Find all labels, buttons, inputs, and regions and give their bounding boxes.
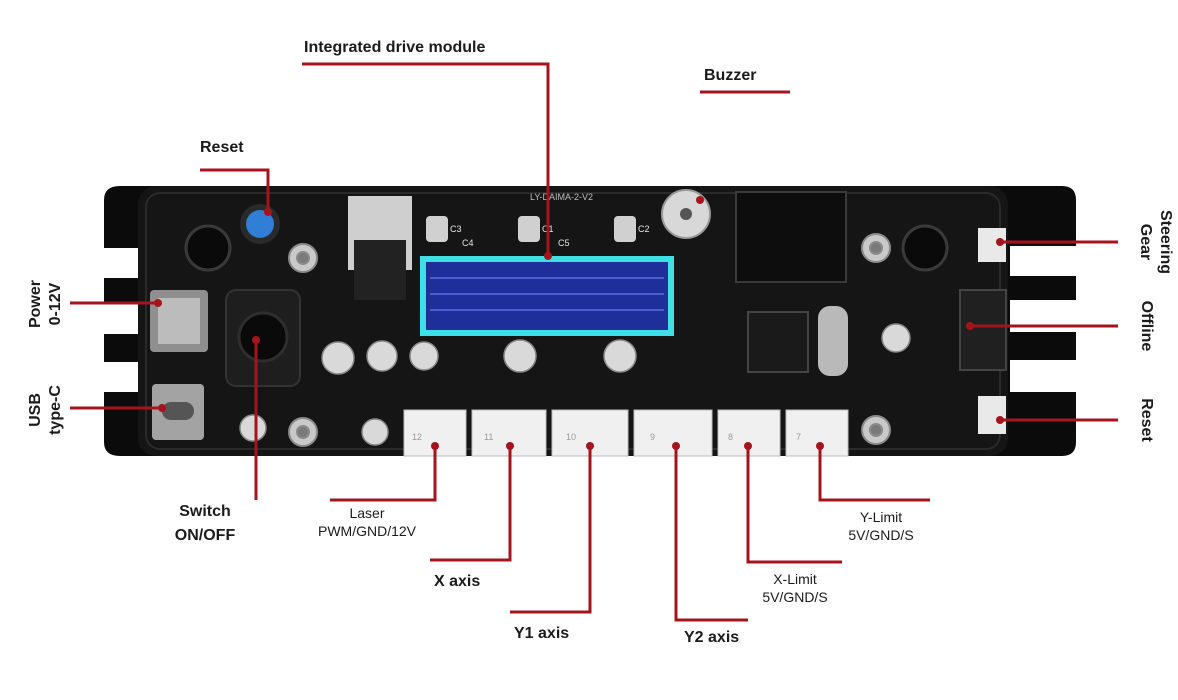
leader-y-limit bbox=[818, 446, 930, 502]
label-power-line1: Power bbox=[27, 280, 44, 329]
leader-y1-axis bbox=[510, 446, 592, 614]
offline-connector bbox=[959, 289, 1007, 371]
leader-dots bbox=[154, 196, 1004, 450]
reset-connector bbox=[978, 396, 1006, 434]
svg-text:11: 11 bbox=[484, 432, 493, 442]
buzzer-hole bbox=[680, 208, 692, 220]
label-y-limit: Y-Limit 5V/GND/S bbox=[826, 508, 936, 544]
label-x-limit: X-Limit 5V/GND/S bbox=[740, 570, 850, 606]
small-caps bbox=[426, 216, 636, 242]
svg-text:C2: C2 bbox=[638, 224, 650, 234]
power-switch-knob bbox=[237, 311, 289, 363]
label-steering-gear: Steering Gear bbox=[1135, 197, 1175, 287]
leader-x-limit bbox=[746, 446, 842, 564]
crystal bbox=[818, 306, 848, 376]
label-reset-right: Reset bbox=[1138, 398, 1155, 442]
label-x-axis: X axis bbox=[434, 573, 481, 590]
label-x-limit-line1: X-Limit bbox=[773, 571, 817, 587]
reset-ring bbox=[184, 224, 232, 272]
connector-pin-marks: 12 11 10 9 8 7 bbox=[412, 432, 801, 442]
label-switch: Switch ON/OFF bbox=[160, 502, 250, 545]
lcd-glass bbox=[426, 262, 668, 330]
label-x-limit-line2: 5V/GND/S bbox=[762, 589, 828, 605]
label-power-line2: 0-12V bbox=[47, 282, 64, 326]
label-buzzer: Buzzer bbox=[704, 67, 757, 84]
usb-c-opening bbox=[162, 402, 194, 420]
leader-lines bbox=[70, 62, 1118, 622]
svg-text:9: 9 bbox=[650, 432, 655, 442]
label-laser-line2: PWM/GND/12V bbox=[317, 523, 416, 539]
microcontroller bbox=[747, 311, 809, 373]
svg-text:C4: C4 bbox=[462, 238, 474, 248]
label-usb-line1: USB bbox=[27, 393, 44, 427]
leader-reset-top bbox=[200, 168, 270, 212]
leader-x-axis bbox=[430, 446, 512, 562]
board-silkscreen: LY-DAIMA-2-V2 bbox=[530, 192, 593, 202]
label-y-limit-line2: 5V/GND/S bbox=[848, 527, 914, 543]
svg-text:C3: C3 bbox=[450, 224, 462, 234]
leader-laser bbox=[330, 446, 437, 502]
lcd-lines bbox=[430, 277, 664, 311]
capacitors bbox=[239, 323, 911, 446]
svg-text:7: 7 bbox=[796, 432, 801, 442]
label-usb-line2: type-C bbox=[47, 385, 64, 435]
label-laser: Laser PWM/GND/12V bbox=[312, 504, 422, 540]
svg-text:10: 10 bbox=[566, 432, 576, 442]
label-integrated-drive-module: Integrated drive module bbox=[304, 39, 486, 56]
reset-button bbox=[246, 210, 274, 238]
leader-integrated-drive bbox=[302, 62, 550, 256]
label-steering-line1: Steering bbox=[1157, 209, 1174, 274]
label-y-limit-line1: Y-Limit bbox=[859, 509, 903, 525]
voltage-regulator-body bbox=[354, 240, 406, 300]
mounting-screws bbox=[288, 233, 891, 447]
label-switch-line1: Switch bbox=[179, 503, 231, 520]
wireless-module bbox=[735, 191, 847, 283]
label-steering-line2: Gear bbox=[1137, 223, 1154, 261]
label-y1-axis: Y1 axis bbox=[514, 625, 570, 642]
label-y2-axis: Y2 axis bbox=[684, 629, 740, 646]
label-reset-top: Reset bbox=[200, 139, 244, 156]
label-offline: Offline bbox=[1138, 300, 1155, 352]
label-laser-line1: Laser bbox=[349, 505, 385, 521]
svg-text:8: 8 bbox=[728, 432, 733, 442]
svg-text:C5: C5 bbox=[558, 238, 570, 248]
label-usb: USB type-C bbox=[26, 370, 66, 450]
label-switch-line2: ON/OFF bbox=[174, 527, 236, 544]
leader-y2-axis bbox=[674, 446, 748, 622]
label-power: Power 0-12V bbox=[26, 264, 66, 344]
svg-text:12: 12 bbox=[412, 432, 422, 442]
power-connector-inner bbox=[158, 298, 200, 344]
steering-ring bbox=[901, 224, 949, 272]
